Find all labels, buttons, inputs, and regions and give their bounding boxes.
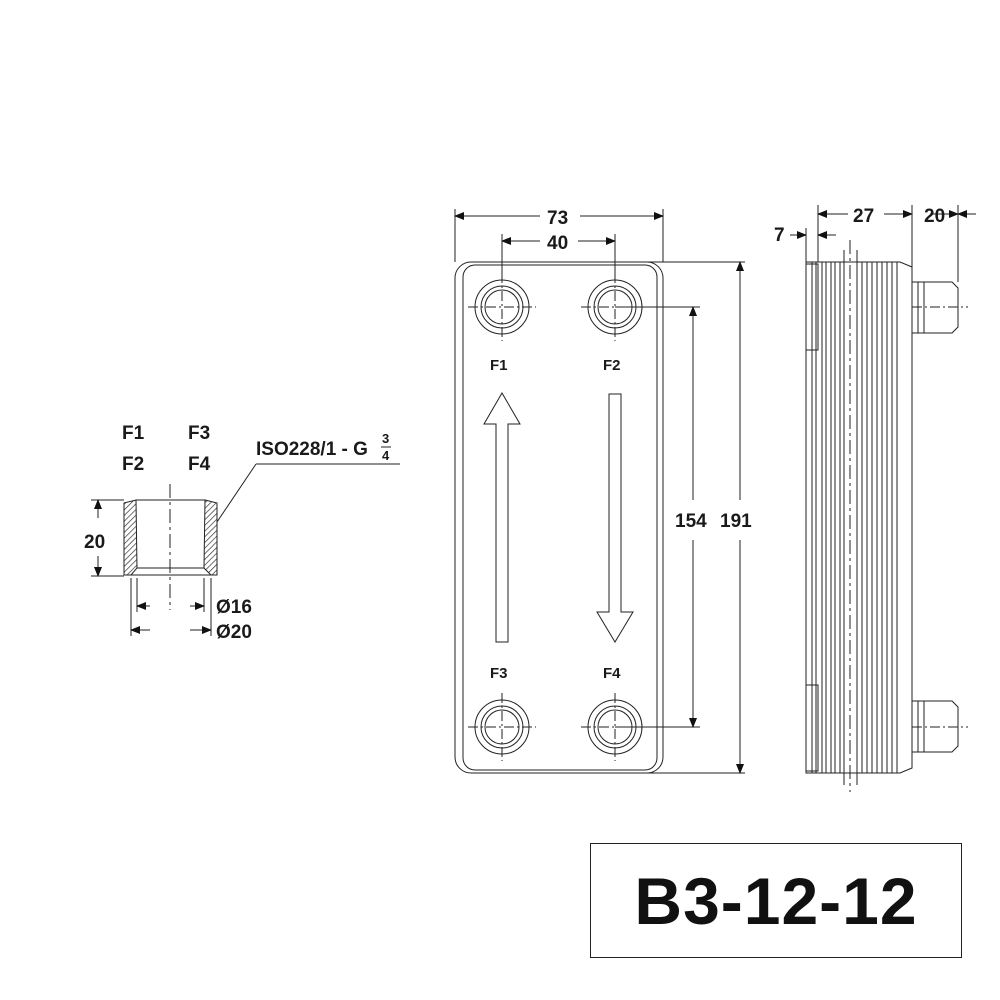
thread-fraction-denominator: 4 [382,448,390,463]
model-title-box: B3-12-12 [590,843,962,958]
side-thickness-value: 27 [853,206,874,227]
front-port-label-f4: F4 [603,665,621,682]
side-view [790,205,976,792]
port-label-f3: F3 [188,423,210,444]
port-f1-circle [468,273,536,341]
inner-diameter-value: Ø16 [216,597,252,618]
port-spacing-v-value: 154 [675,511,707,532]
port-spacing-h-value: 40 [547,233,568,254]
sleeve-left-wall [123,499,138,576]
port-f3-circle [468,693,536,761]
connection-height-value: 20 [84,532,105,553]
front-port-label-f1: F1 [490,357,508,374]
thread-leader [216,463,257,523]
side-connection-length-value: 20 [924,206,945,227]
front-port-label-f3: F3 [490,665,508,682]
connection-detail [91,463,400,636]
model-title: B3-12-12 [634,863,918,938]
side-offset-value: 7 [774,225,785,246]
flow-arrow-up [483,392,521,643]
outer-diameter-value: Ø20 [216,622,252,643]
plate-outline-outer [454,261,664,774]
sleeve-right-wall [203,499,218,576]
port-label-f2: F2 [122,454,144,475]
plate-stack-outline [805,261,913,774]
port-label-f4: F4 [188,454,211,475]
flow-arrow-down [596,393,634,643]
side-connection-lower [911,700,968,753]
height-overall-value: 191 [720,511,752,532]
thread-spec: ISO228/1 - G [256,439,368,460]
front-port-label-f2: F2 [603,357,621,374]
width-overall-value: 73 [547,208,568,229]
port-label-f1: F1 [122,423,145,444]
thread-fraction-numerator: 3 [382,431,389,446]
side-connection-upper [911,281,968,334]
plate-outline-inner [462,264,658,771]
front-view [454,209,745,774]
